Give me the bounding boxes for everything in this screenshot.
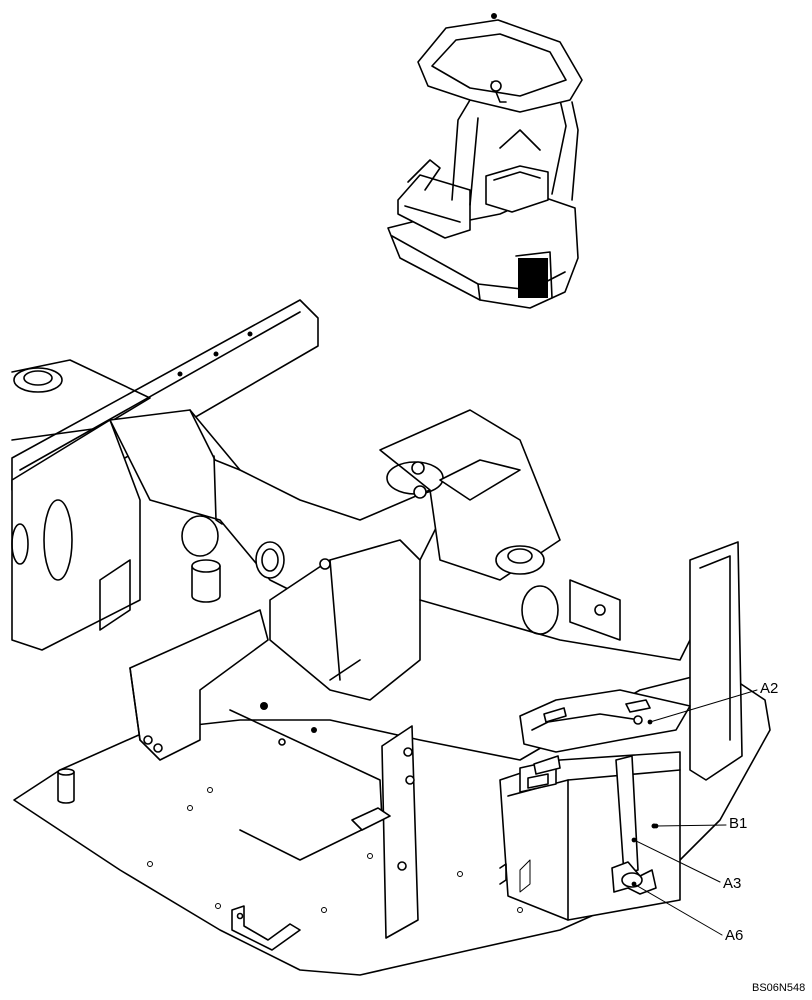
callout-b1: B1 bbox=[729, 815, 748, 832]
leader-a2 bbox=[649, 689, 758, 723]
drawing-reference-code: BS06N548 bbox=[752, 982, 806, 994]
hold-down-rod-a3 bbox=[615, 755, 639, 875]
callout-a6: A6 bbox=[725, 927, 744, 944]
upper-frame-illustration bbox=[11, 299, 771, 976]
leader-a3 bbox=[633, 839, 721, 883]
leader-a6 bbox=[633, 883, 723, 936]
leader-b1 bbox=[655, 824, 727, 827]
callout-a3: A3 bbox=[723, 875, 742, 892]
callout-a2: A2 bbox=[760, 680, 779, 697]
battery-assembly bbox=[499, 689, 691, 921]
excavator-inset-illustration bbox=[387, 13, 583, 309]
leader-lines bbox=[631, 689, 758, 936]
